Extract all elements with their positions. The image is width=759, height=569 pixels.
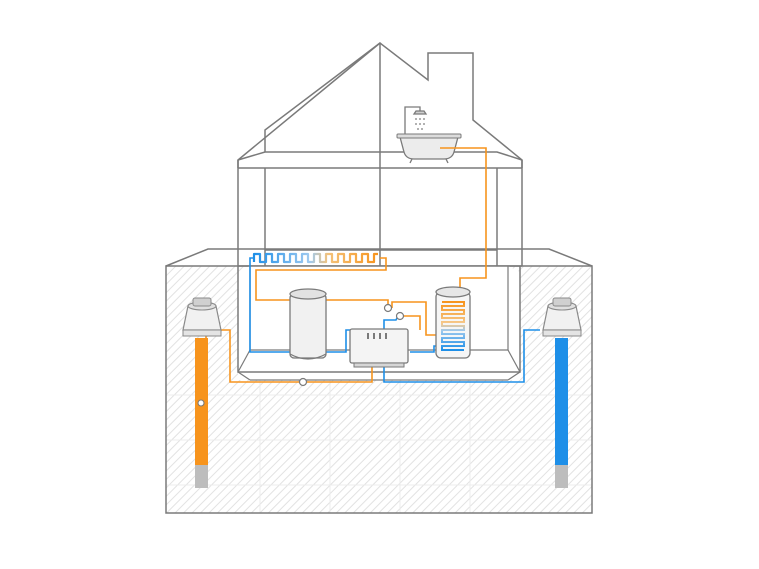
buffer-tank bbox=[289, 288, 327, 360]
borehole-return-well bbox=[542, 297, 582, 488]
heat-pump-unit bbox=[349, 328, 409, 368]
underfloor-heating-coil bbox=[252, 252, 378, 264]
house-outline bbox=[237, 42, 523, 267]
hot-water-cylinder bbox=[435, 286, 471, 359]
borehole-supply-well bbox=[182, 297, 222, 488]
warm-pipes bbox=[205, 147, 487, 383]
shower-head-icon bbox=[404, 106, 428, 134]
bathtub-icon bbox=[396, 133, 462, 164]
